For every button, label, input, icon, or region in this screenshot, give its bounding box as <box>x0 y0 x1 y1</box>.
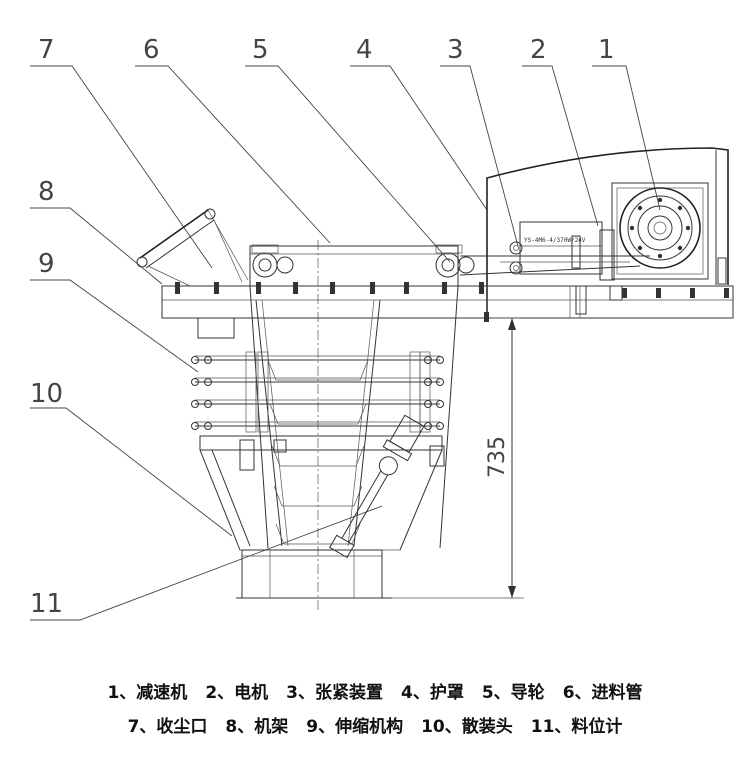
level-gauge <box>329 414 425 559</box>
callout-3: 3 <box>447 35 464 65</box>
callout-9: 9 <box>38 249 55 279</box>
callout-7: 7 <box>38 35 55 65</box>
callout-8: 8 <box>38 177 55 207</box>
technical-drawing: 7 6 5 4 3 2 1 8 9 10 11 <box>30 35 734 621</box>
callout-4: 4 <box>356 35 373 65</box>
legend-item-tensioner: 3、张紧装置 <box>286 683 383 703</box>
dust-port <box>136 208 249 287</box>
guide-wheels <box>251 244 475 278</box>
dimension-735-label: 735 <box>485 436 510 478</box>
legend-item-telescopic: 9、伸缩机构 <box>306 717 404 737</box>
feed-pipe <box>249 245 459 287</box>
legend-item-reducer: 1、减速机 <box>107 683 188 703</box>
callout-1: 1 <box>598 35 615 65</box>
leader-lines <box>30 65 661 621</box>
legend-item-discharge-head: 10、散装头 <box>421 717 513 737</box>
legend-row-1: 1、减速机 2、电机 3、张紧装置 4、护罩 5、导轮 6、进料管 <box>0 678 750 703</box>
legend-item-feed-pipe: 6、进料管 <box>562 683 643 703</box>
callout-2: 2 <box>530 35 547 65</box>
callout-6: 6 <box>143 35 160 65</box>
legend-item-guide-wheel: 5、导轮 <box>481 683 545 703</box>
motor-nameplate-text: YS-4M6-4/370W/24V <box>524 237 586 244</box>
callout-5: 5 <box>252 35 269 65</box>
callout-11: 11 <box>30 589 63 619</box>
drive-guard-assembly: YS-4M6-4/370W/24V <box>459 147 734 322</box>
legend-row-2: 7、收尘口 8、机架 9、伸缩机构 10、散装头 11、料位计 <box>0 712 750 737</box>
callout-10: 10 <box>30 379 63 409</box>
legend-item-motor: 2、电机 <box>205 683 269 703</box>
frame-beam <box>161 282 488 339</box>
legend-item-level-gauge: 11、料位计 <box>530 717 623 737</box>
telescopic-mechanism <box>191 240 459 610</box>
legend-item-guard: 4、护罩 <box>401 683 464 703</box>
dimension-735: 735 <box>392 317 524 599</box>
legend-item-frame: 8、机架 <box>225 717 289 737</box>
legend-item-dust-port: 7、收尘口 <box>127 717 208 737</box>
discharge-head <box>199 435 445 599</box>
